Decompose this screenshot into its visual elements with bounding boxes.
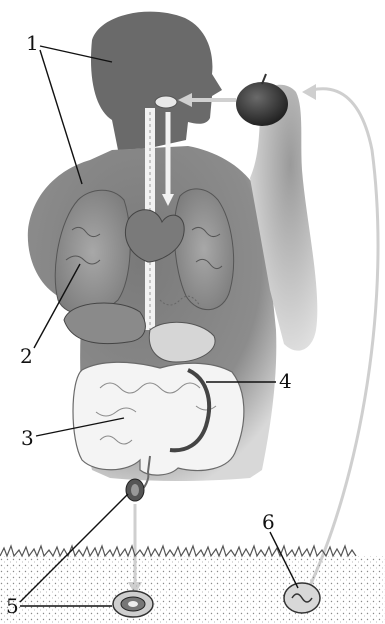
label-6: 6 — [262, 512, 275, 532]
soil-egg-left — [113, 591, 153, 617]
ground — [0, 546, 385, 624]
egg-at-mouth — [155, 96, 177, 108]
label-1: 1 — [26, 33, 39, 53]
label-2: 2 — [20, 346, 33, 366]
leader-1-body — [40, 50, 82, 184]
large-intestine — [73, 362, 244, 475]
liver — [64, 303, 145, 344]
apple-icon — [236, 74, 288, 126]
soil-egg-right — [284, 583, 320, 613]
label-4: 4 — [279, 371, 292, 391]
label-5: 5 — [6, 596, 19, 616]
label-3: 3 — [21, 428, 34, 448]
head-silhouette — [91, 12, 222, 150]
